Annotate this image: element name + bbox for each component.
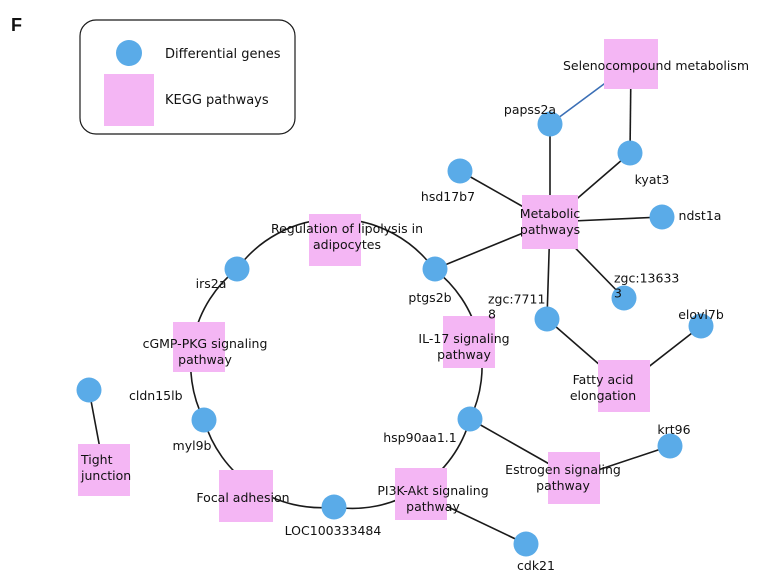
gene-circle [513, 531, 539, 557]
legend-pathway-swatch [104, 74, 154, 126]
panel-label: F [11, 15, 22, 35]
legend: Differential genes KEGG pathways [79, 19, 296, 135]
gene-zgc136333-label: zgc:13633 [614, 271, 679, 286]
gene-circle [534, 306, 560, 332]
pathway-il17-label: IL-17 signaling [418, 331, 509, 346]
pathway-node-seleno: Selenocompound metabolism [563, 39, 749, 89]
gene-node-elovl7b: elovl7b [678, 307, 724, 339]
pathway-square [78, 444, 130, 496]
gene-elovl7b-label: elovl7b [678, 307, 724, 322]
pathway-square [604, 39, 658, 89]
gene-circle [657, 433, 683, 459]
gene-node-hsd17b7: hsd17b7 [421, 158, 475, 204]
gene-circle [321, 494, 347, 520]
gene-circle [191, 407, 217, 433]
gene-circle [688, 313, 714, 339]
gene-krt96-label: krt96 [657, 422, 690, 437]
pathway-pi3k-label: pathway [406, 499, 460, 514]
gene-zgc136333-label: 3 [614, 286, 622, 301]
gene-ptgs2b-label: ptgs2b [408, 290, 451, 305]
gene-myl9b-label: myl9b [173, 438, 212, 453]
gene-hsp90aa11-label: hsp90aa1.1 [383, 430, 456, 445]
gene-zgc77118-label: 8 [488, 307, 496, 322]
pathway-pi3k-label: PI3K-Akt signaling [377, 483, 488, 498]
gene-cldn15lb-label: cldn15lb [129, 388, 183, 403]
pathway-square [598, 360, 650, 412]
gene-node-cldn15lb: cldn15lb [76, 377, 183, 403]
network-nodes: Selenocompound metabolismMetabolicpathwa… [76, 39, 749, 573]
gene-node-irs2a: irs2a [196, 256, 250, 291]
gene-node-papss2a: papss2a [504, 102, 563, 137]
pathway-il17-label: pathway [437, 347, 491, 362]
pathway-focal-label: Focal adhesion [196, 490, 289, 505]
gene-circle [649, 204, 675, 230]
pathway-seleno-label: Selenocompound metabolism [563, 58, 749, 73]
gene-circle [447, 158, 473, 184]
pathway-square [522, 195, 578, 249]
gene-circle [617, 140, 643, 166]
gene-node-ndst1a: ndst1a [649, 204, 722, 230]
gene-circle [224, 256, 250, 282]
gene-node-hsp90aa11: hsp90aa1.1 [383, 406, 483, 445]
pathway-tight-label: junction [80, 468, 131, 483]
gene-irs2a-label: irs2a [196, 276, 227, 291]
gene-circle [611, 285, 637, 311]
gene-papss2a-label: papss2a [504, 102, 556, 117]
gene-circle [76, 377, 102, 403]
pathway-square [395, 468, 447, 520]
pathway-estrogen-label: pathway [536, 478, 590, 493]
gene-node-ptgs2b: ptgs2b [408, 256, 452, 305]
gene-node-cdk21: cdk21 [513, 531, 555, 573]
pathway-estrogen-label: Estrogen signaling [505, 462, 621, 477]
gene-kyat3-label: kyat3 [635, 172, 670, 187]
gene-node-myl9b: myl9b [173, 407, 217, 453]
gene-circle [422, 256, 448, 282]
legend-gene-swatch [116, 40, 142, 66]
gene-zgc77118-label: zgc:7711 [488, 292, 545, 307]
gene-ndst1a-label: ndst1a [679, 208, 722, 223]
pathway-fatty-label: elongation [570, 388, 636, 403]
pathway-fatty-label: Fatty acid [573, 372, 634, 387]
legend-gene-label: Differential genes [165, 47, 281, 62]
pathway-square [548, 452, 600, 504]
pathway-cgmp-label: pathway [178, 352, 232, 367]
gene-hsd17b7-label: hsd17b7 [421, 189, 475, 204]
gene-circle [457, 406, 483, 432]
gene-node-krt96: krt96 [657, 422, 691, 459]
gene-node-kyat3: kyat3 [617, 140, 670, 187]
legend-pathway-label: KEGG pathways [165, 93, 269, 108]
gene-circle [537, 111, 563, 137]
pathway-square [443, 316, 495, 368]
pathway-lipolysis-label: adipocytes [313, 237, 381, 252]
pathway-metabolic-label: pathways [520, 222, 580, 237]
gene-node-loc100333484: LOC100333484 [285, 494, 382, 538]
pathway-metabolic-label: Metabolic [520, 206, 581, 221]
pathway-tight-label: Tight [80, 452, 113, 467]
pathway-square [309, 214, 361, 266]
pathway-square [173, 322, 225, 372]
gene-cdk21-label: cdk21 [517, 558, 555, 573]
gene-loc100333484-label: LOC100333484 [285, 523, 382, 538]
pathway-node-focal: Focal adhesion [196, 470, 290, 522]
pathway-lipolysis-label: Regulation of lipolysis in [271, 221, 423, 236]
pathway-square [219, 470, 273, 522]
pathway-cgmp-label: cGMP-PKG signaling [143, 336, 268, 351]
